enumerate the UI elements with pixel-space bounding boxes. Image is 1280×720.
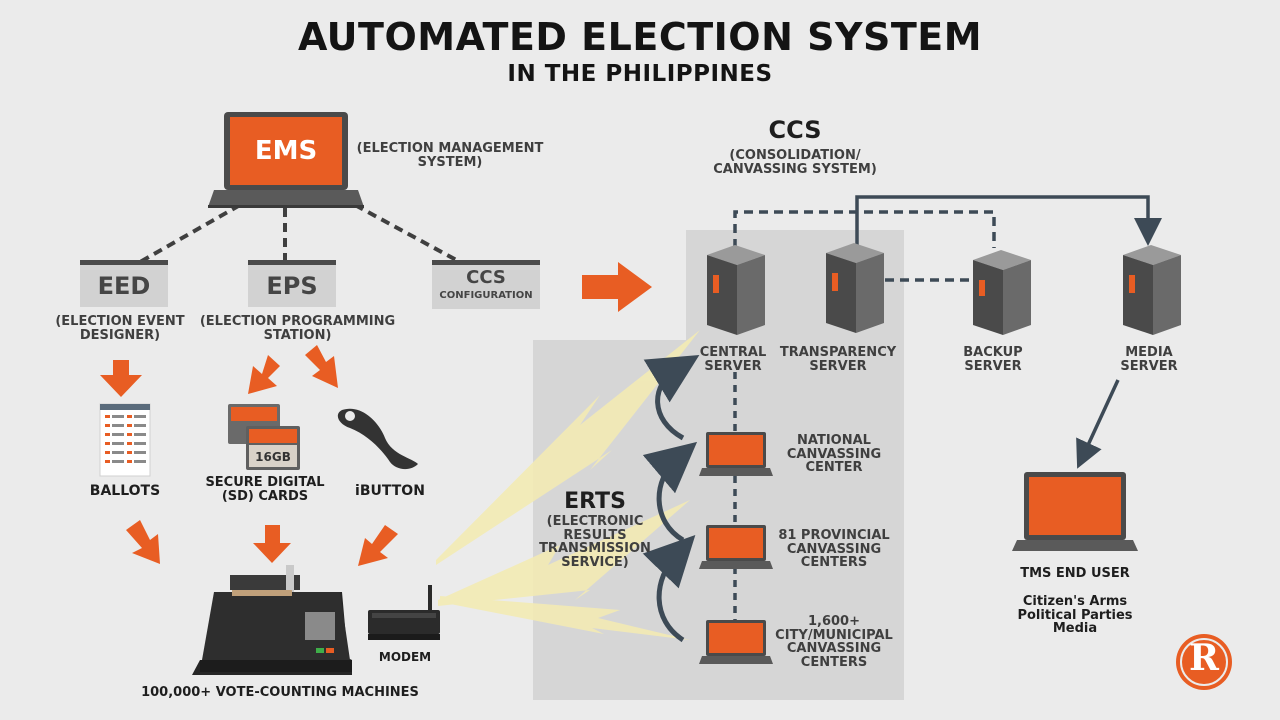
upward-flow-arrows bbox=[642, 355, 700, 643]
sd-cards-label: SECURE DIGITAL (SD) CARDS bbox=[205, 475, 325, 504]
eed-caption: (ELECTION EVENT DESIGNER) bbox=[55, 314, 185, 343]
modem-label: MODEM bbox=[378, 650, 432, 664]
modem-device bbox=[368, 585, 440, 640]
logo-letter: R bbox=[1189, 637, 1219, 679]
city-center-label: 1,600+ CITY/MUNICIPAL CANVASSING CENTERS bbox=[775, 614, 893, 670]
eed-box: EED bbox=[80, 260, 168, 307]
sd-card-capacity: 16GB bbox=[255, 450, 291, 464]
center-laptops bbox=[699, 432, 773, 664]
ibutton-label: iBUTTON bbox=[355, 483, 425, 499]
tms-label: TMS END USER bbox=[1020, 566, 1130, 581]
server-connectors bbox=[733, 195, 1162, 660]
ems-connectors bbox=[139, 203, 461, 264]
ems-caption: (ELECTION MANAGEMENT SYSTEM) bbox=[356, 141, 544, 170]
backup-server-label: BACKUP SERVER bbox=[963, 345, 1023, 374]
ems-laptop bbox=[208, 112, 364, 208]
logo-mark bbox=[1176, 634, 1232, 690]
eps-caption: (ELECTION PROGRAMMING STATION) bbox=[199, 314, 396, 343]
ballot-sheet bbox=[99, 403, 151, 477]
ems-label: EMS bbox=[254, 136, 318, 166]
vcm-machine bbox=[192, 565, 352, 675]
tms-laptop bbox=[1012, 472, 1138, 551]
erts-label: ERTS bbox=[564, 489, 626, 514]
sd-cards bbox=[228, 404, 300, 470]
ccs-config-label: CCS bbox=[466, 267, 506, 288]
transparency-server-label: TRANSPARENCY SERVER bbox=[779, 345, 897, 374]
national-center-label: NATIONAL CANVASSING CENTER bbox=[786, 433, 882, 476]
media-server-label: MEDIA SERVER bbox=[1120, 345, 1178, 374]
central-server-label: CENTRAL SERVER bbox=[699, 345, 767, 374]
provincial-center-label: 81 PROVINCIAL CANVASSING CENTERS bbox=[778, 528, 890, 571]
page-title: AUTOMATED ELECTION SYSTEM bbox=[297, 15, 983, 59]
ibutton-key bbox=[337, 408, 418, 470]
ballots-label: BALLOTS bbox=[89, 483, 161, 499]
vcm-label: 100,000+ VOTE-COUNTING MACHINES bbox=[141, 685, 419, 700]
page-subtitle: IN THE PHILIPPINES bbox=[507, 61, 773, 87]
orange-arrows bbox=[100, 262, 652, 566]
ccs-caption: (CONSOLIDATION/ CANVASSING SYSTEM) bbox=[713, 148, 877, 177]
ccs-config-sublabel: CONFIGURATION bbox=[439, 290, 533, 301]
server-towers bbox=[707, 243, 1181, 335]
eed-label: EED bbox=[97, 272, 151, 300]
eps-label: EPS bbox=[266, 272, 318, 300]
signal-bolts bbox=[436, 330, 700, 640]
ccs-config-box: CCS CONFIGURATION bbox=[432, 260, 540, 309]
erts-caption: (ELECTRONIC RESULTS TRANSMISSION SERVICE… bbox=[539, 514, 651, 570]
eps-box: EPS bbox=[248, 260, 336, 307]
ccs-label: CCS bbox=[768, 116, 822, 144]
tms-users: Citizen's Arms Political Parties Media bbox=[1017, 594, 1133, 637]
